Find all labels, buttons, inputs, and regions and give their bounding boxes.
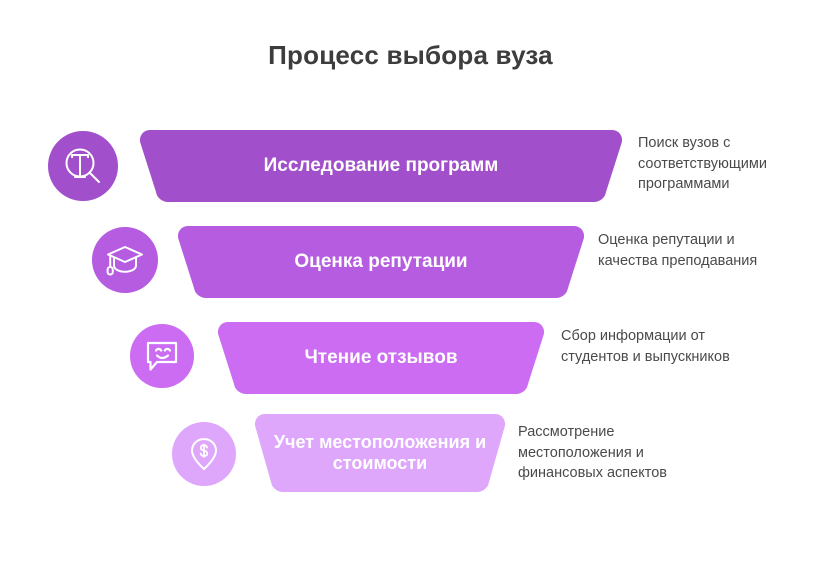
band-shape-4 — [255, 414, 505, 492]
smiley-chat-bubble-icon — [130, 324, 194, 388]
band-shape-3 — [218, 322, 544, 394]
funnel-step-3: Чтение отзывов Сбор информации от студен… — [0, 310, 821, 406]
page-title: Процесс выбора вуза — [268, 40, 553, 70]
graduation-cap-icon — [92, 227, 158, 293]
funnel-band-label-4: Учет местоположения и стоимости — [273, 432, 487, 473]
funnel-band-label-3: Чтение отзывов — [304, 346, 458, 368]
funnel-description-4: Рассмотрение местоположения и финансовых… — [518, 424, 667, 482]
funnel-step-2: Оценка репутации Оценка репутации и каче… — [0, 214, 821, 310]
funnel-band-4[interactable]: Учет местоположения и стоимости — [255, 414, 505, 492]
location-pin-dollar-icon — [172, 422, 236, 486]
funnel-description-2: Оценка репутации и качества преподавания — [598, 232, 758, 269]
funnel-band-2[interactable]: Оценка репутации — [178, 226, 584, 298]
funnel-description-3: Сбор информации от студентов и выпускник… — [561, 328, 730, 365]
funnel-band-1[interactable]: Исследование программ — [140, 130, 622, 202]
funnel-band-label-2: Оценка репутации — [294, 250, 468, 272]
funnel-band-3[interactable]: Чтение отзывов — [218, 322, 544, 394]
funnel-band-label-1: Исследование программ — [263, 154, 499, 176]
band-shape-2 — [178, 226, 584, 298]
funnel-diagram: Исследование программ Поиск вузов с соот… — [0, 118, 821, 538]
funnel-description-1: Поиск вузов с соответствующими программа… — [638, 135, 767, 193]
funnel-step-1: Исследование программ Поиск вузов с соот… — [0, 118, 821, 214]
funnel-step-4: Учет местоположения и стоимости Рассмотр… — [0, 406, 821, 510]
text-search-icon — [48, 131, 118, 201]
band-shape-1 — [140, 130, 622, 202]
